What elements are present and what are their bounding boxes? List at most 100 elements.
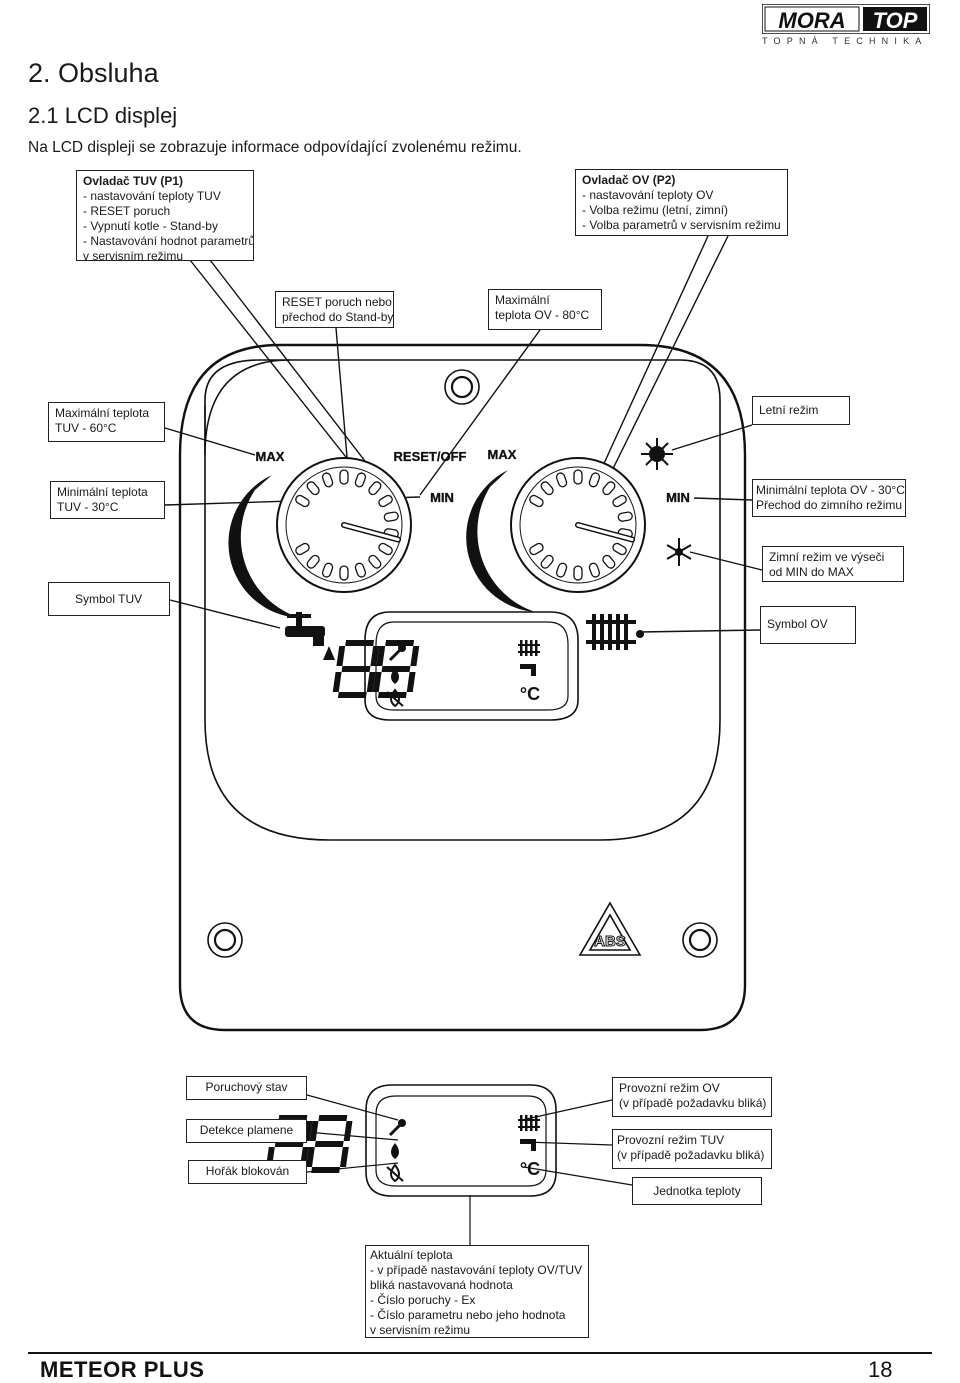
callout-symbol-tuv: Symbol TUV xyxy=(48,582,170,616)
callout-min-tuv: Minimální teplota TUV - 30°C xyxy=(50,481,165,519)
lcd-segment xyxy=(406,672,416,692)
lcd-unit-label: °C xyxy=(520,1159,540,1179)
footer-model: METEOR PLUS xyxy=(40,1357,205,1382)
ov-range-sector xyxy=(466,470,535,612)
label-reset-off: RESET/OFF xyxy=(394,449,467,464)
legend-flame: Detekce plamene xyxy=(186,1119,307,1143)
knob-scale-mark xyxy=(602,481,616,496)
footer-rule xyxy=(28,1352,932,1354)
radiator-icon xyxy=(586,614,644,650)
callout-line: - Vypnutí kotle - Stand-by xyxy=(83,219,218,233)
wrench-icon xyxy=(388,1123,402,1137)
callout-tuv-knob-title: Ovladač TUV (P1) xyxy=(83,174,184,188)
legend-actual-temp: Aktuální teplota - v případě nastavování… xyxy=(365,1245,589,1338)
callout-line: - RESET poruch xyxy=(83,204,171,218)
lcd-segment xyxy=(381,666,411,672)
callout-line: v servisním režimu xyxy=(83,249,184,261)
tap-mini-icon xyxy=(520,1139,536,1151)
callout-reset: RESET poruch nebo přechod do Stand-by xyxy=(275,291,394,328)
knob-scale-mark xyxy=(588,472,601,488)
knob-scale-mark xyxy=(295,542,310,556)
callout-line: - Volba režimu (letní, zimní) xyxy=(582,203,729,217)
lcd-segment xyxy=(343,1121,353,1141)
knob-scale-mark xyxy=(339,565,349,581)
knob-scale-mark xyxy=(295,494,310,508)
legend-line: Aktuální teplota xyxy=(370,1248,453,1262)
knob-scale-mark xyxy=(588,562,601,578)
legend-op-ov: Provozní režim OV (v případě požadavku b… xyxy=(612,1077,772,1117)
knob-scale-mark xyxy=(378,494,393,508)
ov-knob xyxy=(510,457,646,593)
callout-min-ov: Minimální teplota OV - 30°C Přechod do z… xyxy=(752,479,906,517)
knob-scale-mark xyxy=(368,554,382,569)
lcd-segment xyxy=(309,1121,319,1141)
callout-line: TUV - 30°C xyxy=(57,500,119,514)
callout-line: Minimální teplota OV - 30°C xyxy=(756,483,905,497)
knob-scale-mark xyxy=(602,554,616,569)
intro-text: Na LCD displeji se zobrazuje informace o… xyxy=(28,139,522,156)
knob-scale-mark xyxy=(354,562,367,578)
label-min-ov: MIN xyxy=(666,490,690,505)
callout-tuv-knob: Ovladač TUV (P1) - nastavování teploty T… xyxy=(76,170,254,261)
knob-scale-mark xyxy=(617,511,633,522)
radiator-mini-icon xyxy=(518,640,540,656)
legend-line: v servisním režimu xyxy=(370,1323,471,1337)
legend-unit: Jednotka teploty xyxy=(632,1177,762,1205)
label-max-ov: MAX xyxy=(488,447,517,462)
callout-ov-knob: Ovladač OV (P2) - nastavování teploty OV… xyxy=(575,169,788,236)
flame-icon xyxy=(391,1143,399,1159)
callout-line: přechod do Stand-by xyxy=(282,310,394,324)
lcd-segment xyxy=(318,1115,348,1121)
knob-scale-mark xyxy=(555,472,568,488)
legend-line: - v případě nastavování teploty OV/TUV xyxy=(370,1263,583,1277)
knob-scale-mark xyxy=(306,554,320,569)
callout-line: teplota OV - 80°C xyxy=(495,308,590,322)
knob-scale-mark xyxy=(555,562,568,578)
lcd-segment xyxy=(314,1141,344,1147)
knob-scale-mark xyxy=(540,554,554,569)
knob-scale-mark xyxy=(612,542,627,556)
logo-tagline: TOPNÁ TECHNIKA xyxy=(762,36,928,46)
knob-scale-mark xyxy=(529,542,544,556)
abs-label: ABS xyxy=(594,933,626,950)
lcd-display-panel: °C xyxy=(332,640,540,708)
screw-icons xyxy=(207,369,718,958)
callout-line: - nastavování teploty OV xyxy=(582,188,714,202)
panel-outline xyxy=(178,343,747,1032)
legend-leader-lines xyxy=(306,1094,633,1245)
logo-left-text: MORA xyxy=(778,8,845,33)
lcd-segment xyxy=(332,672,342,692)
legend-fault: Poruchový stav xyxy=(186,1076,307,1100)
callout-line: Zimní režim ve výseči xyxy=(769,550,885,564)
knob-scale-mark xyxy=(529,494,544,508)
leader-lines xyxy=(164,235,763,633)
callout-line: - nastavování teploty TUV xyxy=(83,189,221,203)
legend-line: Provozní režim TUV xyxy=(617,1133,725,1147)
knob-scale-mark xyxy=(354,472,367,488)
legend-lcd xyxy=(365,1084,557,1197)
lcd-segment xyxy=(410,646,420,666)
lcd-unit-label: °C xyxy=(520,684,540,704)
callout-line: Maximální xyxy=(495,293,550,307)
radiator-mini-icon xyxy=(518,1115,540,1131)
tuv-range-sector xyxy=(228,475,300,618)
callout-line: Maximální teplota xyxy=(55,406,150,420)
legend-op-tuv: Provozní režim TUV (v případě požadavku … xyxy=(612,1129,772,1169)
lcd-segment xyxy=(366,672,376,692)
knob-scale-mark xyxy=(321,472,334,488)
knob-scale-mark xyxy=(368,481,382,496)
callout-line: - Nastavování hodnot parametrů xyxy=(83,234,254,248)
mora-top-logo: MORA TOP xyxy=(761,3,931,35)
legend-line: Provozní režim OV xyxy=(619,1081,720,1095)
sun-icon xyxy=(641,438,673,470)
wrench-icon xyxy=(388,648,402,662)
lcd-segment xyxy=(385,640,415,646)
knob-scale-mark xyxy=(339,469,349,485)
knob-scale-mark xyxy=(573,469,583,485)
lcd-segment xyxy=(376,646,386,666)
lcd-segment xyxy=(370,646,380,666)
callout-line: - Volba parametrů v servisním režimu xyxy=(582,218,781,232)
page-number: 18 xyxy=(868,1357,893,1382)
callout-max-ov: Maximální teplota OV - 80°C xyxy=(488,289,602,330)
callout-line: od MIN do MAX xyxy=(769,565,854,579)
